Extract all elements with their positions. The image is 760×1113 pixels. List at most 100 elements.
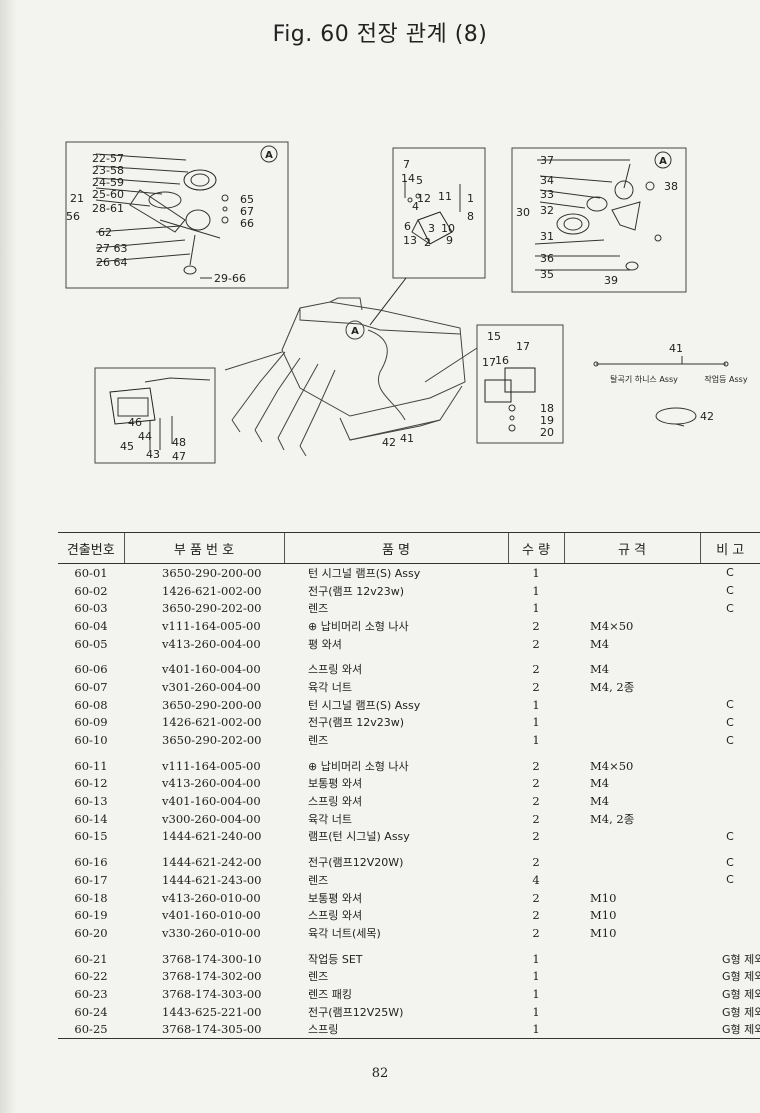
callout-number: 45 bbox=[120, 440, 134, 453]
harness-label: 탈곡기 하니스 Assy bbox=[610, 374, 678, 384]
callout-number: 29-66 bbox=[214, 272, 246, 285]
callout-number: 1 bbox=[467, 192, 474, 205]
spec-cell bbox=[564, 871, 700, 889]
ref-no-cell: 60-16 bbox=[74, 855, 108, 870]
spec-cell: M4×50 bbox=[590, 618, 634, 633]
part-name-cell: 스프링 와셔 bbox=[308, 663, 363, 677]
spec-cell: M4, 2종 bbox=[590, 679, 635, 694]
remarks-cell: C bbox=[726, 733, 734, 747]
quantity-cell: 2 bbox=[532, 679, 540, 694]
center-detail-box bbox=[369, 147, 486, 326]
callout-number: 19 bbox=[540, 414, 554, 427]
page-number: 82 bbox=[371, 1066, 389, 1081]
quantity-cell: 2 bbox=[532, 794, 540, 809]
remarks-cell bbox=[700, 775, 760, 793]
harness-label: 41 bbox=[669, 342, 683, 355]
harness-diagram bbox=[593, 356, 729, 427]
header-quantity: 수 량 bbox=[507, 532, 564, 564]
callout-number: 33 bbox=[540, 188, 554, 201]
part-no-cell: 1443-625-221-00 bbox=[162, 1004, 262, 1019]
spec-cell: M4 bbox=[590, 776, 610, 791]
part-name-cell: 렌즈 bbox=[308, 734, 329, 748]
remarks-cell bbox=[700, 924, 760, 942]
spec-cell: M4 bbox=[590, 662, 610, 677]
part-name-cell: 육각 너트 bbox=[308, 680, 352, 694]
left-lamp-box bbox=[94, 367, 216, 464]
callout-number: 62 bbox=[98, 226, 112, 239]
quantity-cell: 2 bbox=[532, 855, 540, 870]
callout-number: 65 bbox=[240, 193, 254, 206]
spec-cell bbox=[564, 1003, 700, 1021]
callout-number: 34 bbox=[540, 174, 554, 187]
spec-cell: M10 bbox=[590, 890, 617, 905]
callout-number: 22-57 bbox=[92, 152, 124, 165]
a-marker-machine: A bbox=[351, 326, 359, 337]
part-no-cell: v413-260-004-00 bbox=[162, 636, 261, 651]
right-lamp-box bbox=[476, 324, 564, 444]
ref-no-cell: 60-11 bbox=[74, 758, 108, 773]
remarks-cell: G형 제외 bbox=[722, 987, 760, 1001]
remarks-cell bbox=[700, 906, 760, 924]
remarks-cell: C bbox=[726, 566, 734, 580]
page-edge bbox=[0, 0, 16, 1113]
harness-label: 42 bbox=[700, 410, 714, 423]
quantity-cell: 2 bbox=[532, 758, 540, 773]
part-name-cell: 전구(램프 12v23w) bbox=[308, 716, 405, 730]
remarks-cell: C bbox=[726, 698, 734, 712]
callout-number: 36 bbox=[540, 252, 554, 265]
part-no-cell: v401-160-004-00 bbox=[162, 794, 261, 809]
part-name-cell: 전구(램프 12v23w) bbox=[308, 584, 405, 598]
ref-no-cell: 60-15 bbox=[74, 829, 108, 844]
left-detail-box: A bbox=[65, 141, 289, 289]
spec-cell bbox=[564, 1020, 700, 1040]
part-no-cell: v413-260-004-00 bbox=[162, 776, 261, 791]
part-no-cell: v301-260-004-00 bbox=[162, 679, 261, 694]
ref-no-cell: 60-21 bbox=[74, 951, 108, 966]
remarks-cell: C bbox=[726, 601, 734, 615]
part-name-cell: ⊕ 납비머리 소형 나사 bbox=[308, 619, 409, 633]
callout-number: 31 bbox=[540, 230, 554, 243]
remarks-cell: C bbox=[726, 584, 734, 598]
quantity-cell: 1 bbox=[532, 583, 540, 598]
remarks-cell: G형 제외 bbox=[722, 952, 760, 966]
callout-number: 48 bbox=[172, 436, 186, 449]
spec-cell: M4×50 bbox=[590, 758, 634, 773]
ref-no-cell: 60-05 bbox=[74, 636, 108, 651]
part-no-cell: 3650-290-200-00 bbox=[162, 697, 262, 712]
harness-label: 작업등 Assy bbox=[704, 374, 747, 384]
part-name-cell: 육각 너트(세목) bbox=[308, 926, 381, 940]
callout-number: 9 bbox=[446, 234, 453, 247]
callout-number: 25-60 bbox=[92, 188, 124, 201]
spec-cell bbox=[564, 828, 700, 846]
part-no-cell: v330-260-010-00 bbox=[162, 925, 261, 940]
part-name-cell: 턴 시그널 램프(S) Assy bbox=[308, 698, 421, 712]
remarks-cell bbox=[700, 749, 760, 775]
ref-no-cell: 60-14 bbox=[74, 811, 108, 826]
spec-cell bbox=[564, 714, 700, 732]
ref-no-cell: 60-04 bbox=[74, 618, 108, 633]
callout-number: 30 bbox=[516, 206, 530, 219]
ref-no-cell: 60-17 bbox=[74, 872, 108, 887]
right-detail-box: A bbox=[511, 147, 687, 293]
remarks-cell bbox=[700, 792, 760, 810]
remarks-cell: G형 제외 bbox=[722, 970, 760, 984]
quantity-cell: 2 bbox=[532, 662, 540, 677]
remarks-cell bbox=[700, 617, 760, 635]
callout-number: 23-58 bbox=[92, 164, 124, 177]
quantity-cell: 1 bbox=[532, 986, 540, 1001]
ref-no-cell: 60-12 bbox=[74, 776, 108, 791]
spec-cell bbox=[564, 845, 700, 871]
quantity-cell: 2 bbox=[532, 811, 540, 826]
remarks-cell bbox=[700, 652, 760, 678]
part-no-cell: 3768-174-305-00 bbox=[124, 1020, 284, 1040]
spec-cell bbox=[564, 942, 700, 968]
